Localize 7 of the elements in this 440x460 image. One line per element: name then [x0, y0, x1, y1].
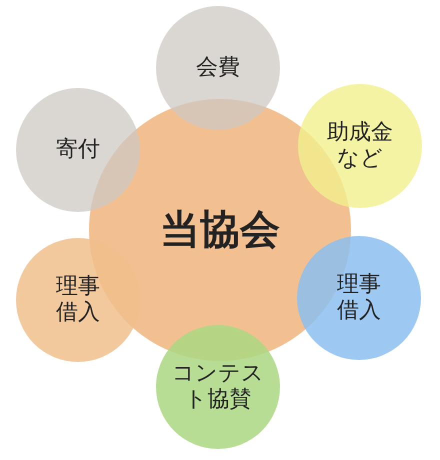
circle-label: 助成金など — [326, 120, 394, 172]
circle-label: 理事借入 — [55, 274, 101, 326]
circle-label: コンテスト協賛 — [171, 360, 265, 414]
circle-label: 寄付 — [55, 136, 101, 164]
circle-label: 理事借入 — [336, 272, 382, 324]
circle-label: 当協会 — [159, 206, 281, 254]
circle-label: 会費 — [195, 54, 241, 82]
